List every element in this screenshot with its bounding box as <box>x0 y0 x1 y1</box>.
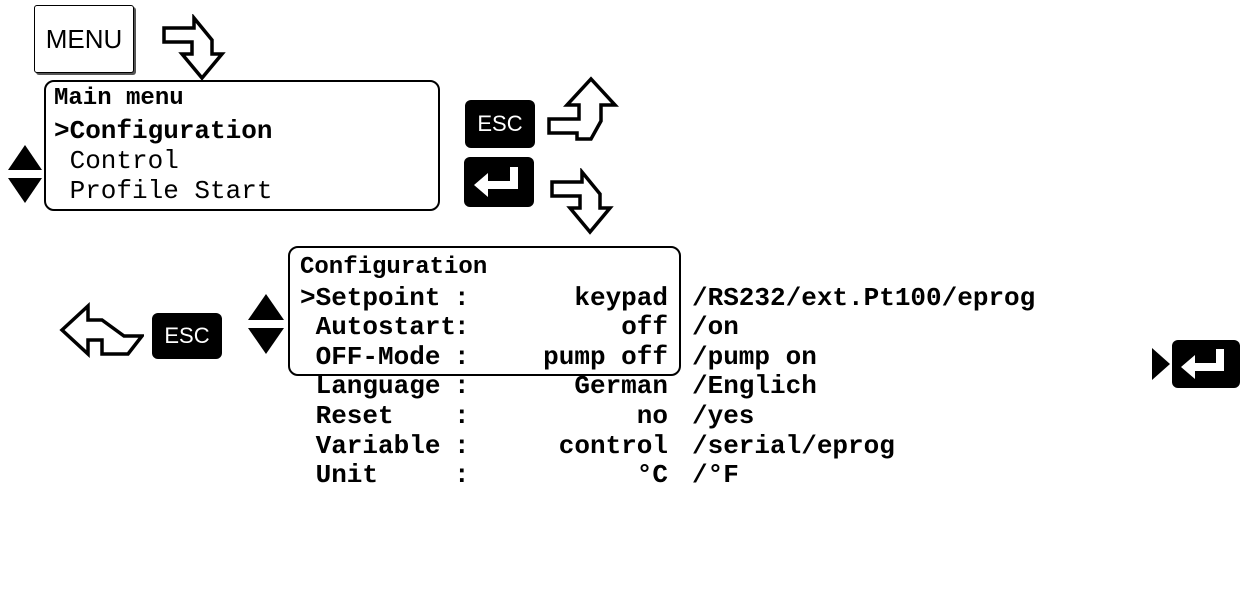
esc-key[interactable]: ESC <box>152 313 222 359</box>
config-title: Configuration <box>300 254 488 281</box>
setting-value: off <box>621 312 668 342</box>
main-menu-item-configuration[interactable]: >Configuration <box>54 116 273 146</box>
setting-alternatives: /RS232/ext.Pt100/eprog <box>692 283 1036 313</box>
config-row-variable[interactable]: Variable : control <box>300 431 668 461</box>
setting-alternatives: /serial/eprog <box>692 431 895 461</box>
setting-name: Language <box>300 371 441 401</box>
config-display <box>288 246 681 376</box>
setting-colon: : <box>454 371 470 401</box>
up-down-arrows-icon <box>8 145 42 203</box>
main-menu-item-control[interactable]: Control <box>54 146 179 176</box>
esc-key-label: ESC <box>164 323 210 348</box>
config-row-language[interactable]: Language : German <box>300 371 668 401</box>
main-menu-title: Main menu <box>54 85 184 112</box>
setting-colon: : <box>454 342 470 372</box>
setting-colon: : <box>454 401 470 431</box>
setting-colon: : <box>454 312 470 342</box>
setting-colon: : <box>454 431 470 461</box>
arrow-down-into-icon <box>162 14 226 81</box>
setting-colon: : <box>454 460 470 490</box>
setting-name: Autostart <box>300 312 457 342</box>
config-row-autostart[interactable]: Autostart : off <box>300 312 668 342</box>
setting-alternatives: /on <box>692 312 739 342</box>
setting-value: no <box>636 401 668 431</box>
setting-alternatives: /°F <box>692 460 739 490</box>
main-menu-display: Main menu >Configuration Control Profile… <box>44 80 440 211</box>
setting-name: Variable <box>300 431 441 461</box>
setting-name: >Setpoint <box>300 283 441 313</box>
setting-name: Unit <box>300 460 379 490</box>
arrow-up-back-icon <box>547 76 619 141</box>
setting-name: Reset <box>300 401 394 431</box>
setting-value: keypad <box>574 283 668 313</box>
config-row-setpoint[interactable]: >Setpoint : keypad <box>300 283 668 313</box>
setting-alternatives: /yes <box>692 401 755 431</box>
esc-key[interactable]: ESC <box>465 100 535 148</box>
up-down-arrows-icon <box>248 294 284 354</box>
setting-value: °C <box>636 460 668 490</box>
main-menu-item-profile-start[interactable]: Profile Start <box>54 176 273 206</box>
config-row-unit[interactable]: Unit : °C <box>300 460 668 490</box>
play-triangle-icon <box>1152 348 1170 380</box>
config-row-reset[interactable]: Reset : no <box>300 401 668 431</box>
setting-colon: : <box>454 283 470 313</box>
menu-button-label: MENU <box>45 23 123 54</box>
setting-name: OFF-Mode <box>300 342 441 372</box>
esc-key-label: ESC <box>477 111 523 136</box>
config-row-off-mode[interactable]: OFF-Mode : pump off <box>300 342 668 372</box>
config-screen: Configuration >Setpoint : keypad Autosta… <box>300 251 1240 491</box>
setting-alternatives: /pump on <box>692 342 817 372</box>
setting-value: control <box>558 431 668 461</box>
enter-key-icon[interactable] <box>464 157 534 207</box>
setting-alternatives: /Englich <box>692 371 817 401</box>
enter-key-icon[interactable] <box>1172 340 1240 388</box>
arrow-left-back-icon <box>59 302 144 358</box>
menu-button[interactable]: MENU <box>34 5 134 73</box>
setting-value: pump off <box>543 342 668 372</box>
setting-value: German <box>574 371 668 401</box>
arrow-down-into-icon <box>550 168 614 235</box>
